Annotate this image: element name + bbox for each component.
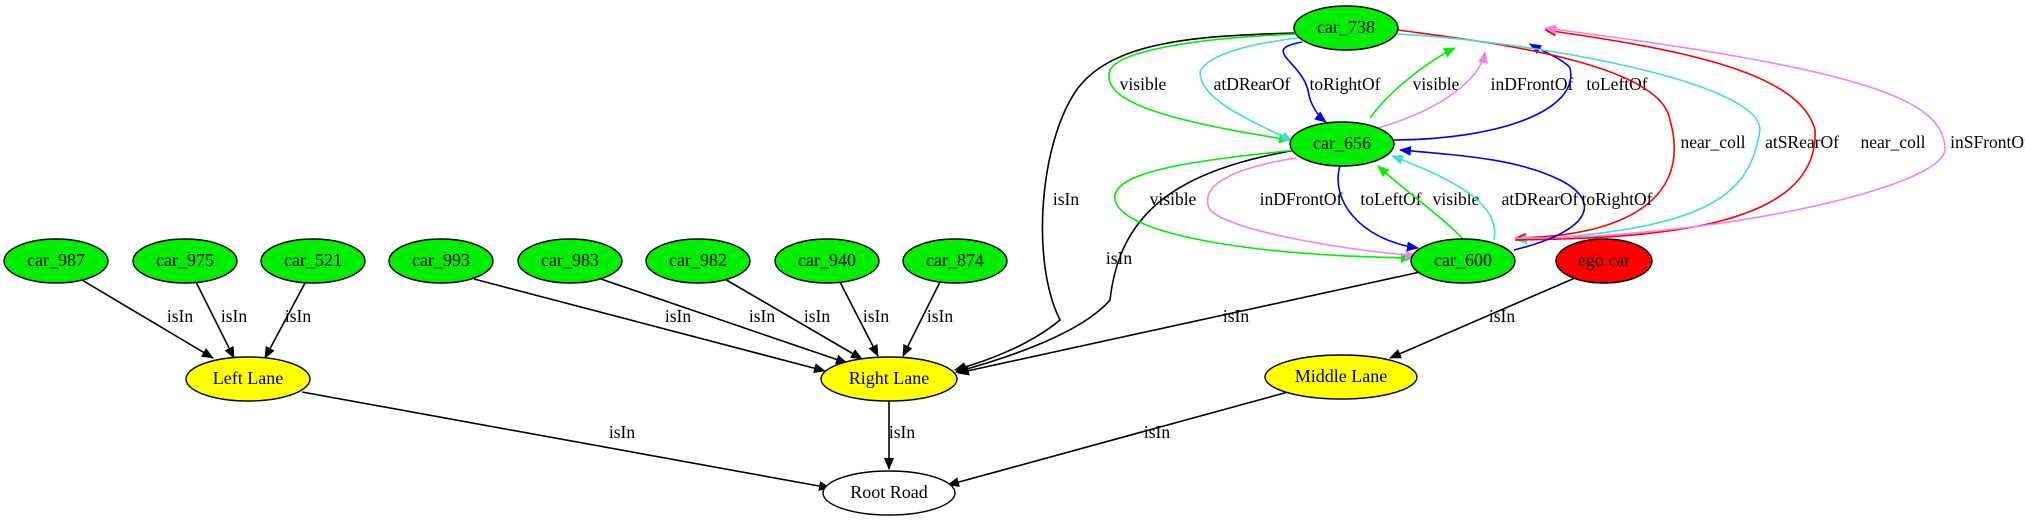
edge-car_656-car_738-inDFrontOf bbox=[1377, 51, 1488, 129]
edges-layer: isIn isIn isIn isIn isIn isIn isIn isIn isIn isIn… bbox=[81, 24, 2025, 491]
edge-label-inDFrontOf: inDFrontOf bbox=[1491, 74, 1574, 94]
edge-label-inDFrontOf: inDFrontOf bbox=[1260, 189, 1343, 209]
edge-car_874-right_lane-isIn bbox=[902, 281, 941, 357]
edge-car_600-car_738-near_coll bbox=[1514, 26, 1816, 241]
node-car_993 bbox=[388, 238, 494, 284]
edge-label-atDRearOf: atDRearOf bbox=[1214, 74, 1291, 94]
node-label-car_600: car_600 bbox=[1434, 250, 1492, 270]
node-label-right_lane: Right Lane bbox=[849, 368, 929, 388]
edge-label-isIn: isIn bbox=[285, 306, 312, 326]
node-car_656 bbox=[1289, 121, 1395, 167]
node-label-car_940: car_940 bbox=[798, 250, 856, 270]
node-label-middle_lane: Middle Lane bbox=[1295, 366, 1387, 386]
node-car_738 bbox=[1293, 5, 1399, 51]
node-label-car_987: car_987 bbox=[27, 250, 85, 270]
edge-car_600-car_656-visible bbox=[1377, 165, 1464, 240]
edge-left_lane-root_road-isIn bbox=[301, 391, 831, 491]
edge-car_656-car_738-visible bbox=[1369, 47, 1456, 119]
node-label-car_738: car_738 bbox=[1317, 17, 1375, 37]
edge-label-atSRearOf: atSRearOf bbox=[1765, 132, 1839, 152]
node-middle_lane bbox=[1264, 354, 1418, 400]
node-label-car_656: car_656 bbox=[1313, 133, 1371, 153]
edge-car_656-car_600-toLeftOf bbox=[1337, 165, 1419, 252]
edge-label-isIn: isIn bbox=[804, 306, 831, 326]
node-label-car_975: car_975 bbox=[156, 250, 214, 270]
edge-car_600-right_lane-isIn bbox=[957, 271, 1421, 376]
node-root_road bbox=[822, 470, 956, 516]
edge-car_656-car_600-inDFrontOf bbox=[1206, 157, 1417, 260]
edge-car_600-car_656-atDRearOf bbox=[1391, 155, 1496, 241]
edge-car_983-right_lane-isIn bbox=[597, 277, 848, 365]
edge-car_738-car_656-atDRearOf bbox=[1199, 37, 1299, 142]
edge-car_940-right_lane-isIn bbox=[839, 281, 879, 357]
node-car_982 bbox=[645, 238, 751, 284]
edge-label-isIn: isIn bbox=[863, 306, 890, 326]
edge-label-toLeftOf: toLeftOf bbox=[1586, 74, 1647, 94]
edge-label-toRightOf: toRightOf bbox=[1310, 74, 1381, 94]
edge-label-near_coll: near_coll bbox=[1680, 132, 1745, 152]
edge-label-isIn: isIn bbox=[1489, 306, 1516, 326]
edge-car_600-car_656-toRightOf bbox=[1399, 145, 1586, 251]
node-car_600 bbox=[1410, 238, 1516, 284]
edge-label-isIn: isIn bbox=[1053, 189, 1080, 209]
node-label-car_874: car_874 bbox=[926, 250, 984, 270]
node-car_521 bbox=[260, 238, 366, 284]
edge-label-isIn: isIn bbox=[1223, 306, 1250, 326]
edge-car_738-car_656-visible bbox=[1108, 33, 1297, 144]
edge-label-near_coll: near_coll bbox=[1860, 132, 1925, 152]
edge-label-isIn: isIn bbox=[749, 306, 776, 326]
edge-label-isIn: isIn bbox=[665, 306, 692, 326]
edge-car_738-right_lane-isIn bbox=[954, 32, 1295, 372]
edge-label-isIn: isIn bbox=[221, 306, 248, 326]
edge-label-isIn: isIn bbox=[167, 306, 194, 326]
edge-car_982-right_lane-isIn bbox=[722, 277, 863, 360]
edge-label-isIn: isIn bbox=[1144, 422, 1171, 442]
edge-label-isIn: isIn bbox=[889, 422, 916, 442]
edge-label-isIn: isIn bbox=[927, 306, 954, 326]
node-label-left_lane: Left Lane bbox=[213, 368, 283, 388]
edge-label-visible: visible bbox=[1120, 74, 1167, 94]
edge-label-toRightOf: toRightOf bbox=[1582, 189, 1653, 209]
edge-label-isIn: isIn bbox=[1106, 248, 1133, 268]
edge-car_993-right_lane-isIn bbox=[473, 278, 826, 374]
edge-car_521-left_lane-isIn bbox=[264, 282, 306, 359]
node-left_lane bbox=[185, 356, 311, 402]
node-car_975 bbox=[132, 238, 238, 284]
edge-label-isIn: isIn bbox=[609, 422, 636, 442]
node-car_983 bbox=[517, 238, 623, 284]
edge-car_656-car_600-visible bbox=[1114, 149, 1413, 263]
edge-car_600-car_738-inSFrontOf bbox=[1514, 24, 1946, 239]
edge-label-visible: visible bbox=[1150, 189, 1197, 209]
node-right_lane bbox=[820, 356, 958, 402]
edge-ego_car-middle_lane-isIn bbox=[1389, 277, 1576, 359]
node-ego_car bbox=[1555, 238, 1653, 284]
edge-car_738-car_656-toRightOf bbox=[1282, 41, 1327, 123]
edge-label-atDRearOf: atDRearOf bbox=[1502, 189, 1579, 209]
nodes-layer: car_738 car_656 car_987 car_975 car_521 car_9… bbox=[3, 5, 1653, 516]
node-car_940 bbox=[774, 238, 880, 284]
node-car_987 bbox=[3, 238, 109, 284]
edge-label-inSFrontOf: inSFrontOf bbox=[1950, 132, 2025, 152]
edge-middle_lane-root_road-isIn bbox=[947, 391, 1289, 487]
edge-label-visible: visible bbox=[1413, 74, 1460, 94]
edge-car_656-right_lane-isIn bbox=[955, 149, 1297, 374]
edge-car_738-car_600-atSRearOf bbox=[1395, 33, 1761, 245]
edge-label-visible: visible bbox=[1433, 189, 1480, 209]
node-label-car_983: car_983 bbox=[541, 250, 599, 270]
edge-car_975-left_lane-isIn bbox=[195, 281, 235, 359]
node-label-ego_car: ego car bbox=[1578, 250, 1630, 270]
edge-car_987-left_lane-isIn bbox=[81, 279, 214, 359]
node-label-root_road: Root Road bbox=[850, 482, 928, 502]
node-car_874 bbox=[902, 238, 1008, 284]
node-label-car_521: car_521 bbox=[284, 250, 342, 270]
edge-label-toLeftOf: toLeftOf bbox=[1360, 189, 1421, 209]
node-label-car_982: car_982 bbox=[669, 250, 727, 270]
node-label-car_993: car_993 bbox=[412, 250, 470, 270]
